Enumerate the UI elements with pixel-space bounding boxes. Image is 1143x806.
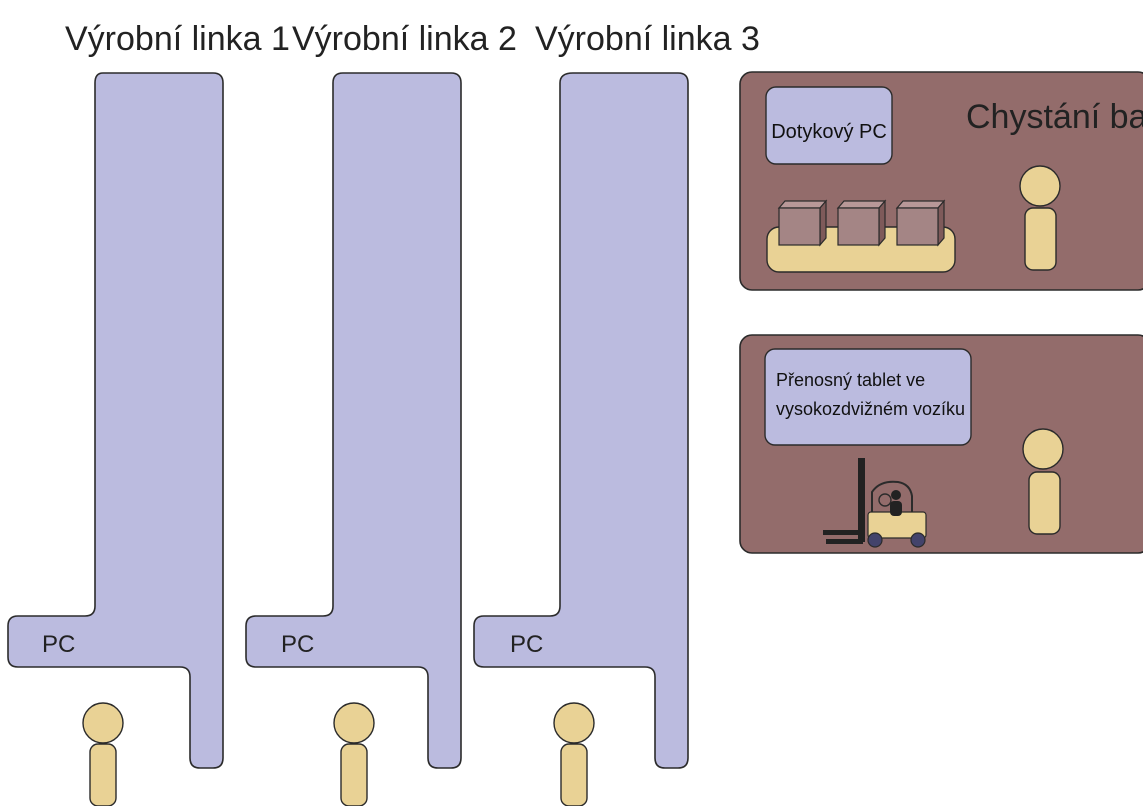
packing-zone: Dotykový PC Chystání balení [739,71,1143,291]
line-3-title: Výrobní linka 3 [535,20,760,58]
packing-title: Chystání balení [966,98,1143,136]
line-1-shape [7,72,224,769]
production-line-3: Výrobní linka 3 PC [473,20,760,806]
line-2-title: Výrobní linka 2 [292,20,517,58]
forklift-icon [823,458,927,548]
packer-person-icon [1019,165,1061,271]
production-line-2: Výrobní linka 2 PC [245,20,517,806]
line-2-shape [245,72,462,769]
line-1-pc-label: PC [42,631,75,658]
box-icon [777,199,828,247]
touch-pc-label: Dotykový PC [771,121,887,143]
line-2-pc-label: PC [281,631,314,658]
line-3-shape [473,72,689,769]
touch-pc-device [765,86,893,165]
line-1-title: Výrobní linka 1 [65,20,290,58]
line-3-pc-label: PC [510,631,543,658]
operator-1-person-icon [82,702,124,806]
operator-2-person-icon [333,702,375,806]
tablet-label-line-1: Přenosný tablet ve [776,370,925,390]
box-icon [836,199,887,247]
operator-3-person-icon [553,702,595,806]
tablet-device [764,348,972,446]
tablet-label-line-2: vysokozdvižném vozíku [776,399,965,419]
production-line-1: Výrobní linka 1 PC [7,20,290,806]
driver-person-icon [1022,428,1064,535]
box-icon [895,199,946,247]
forklift-zone: Přenosný tablet ve vysokozdvižném vozíku [739,334,1143,554]
